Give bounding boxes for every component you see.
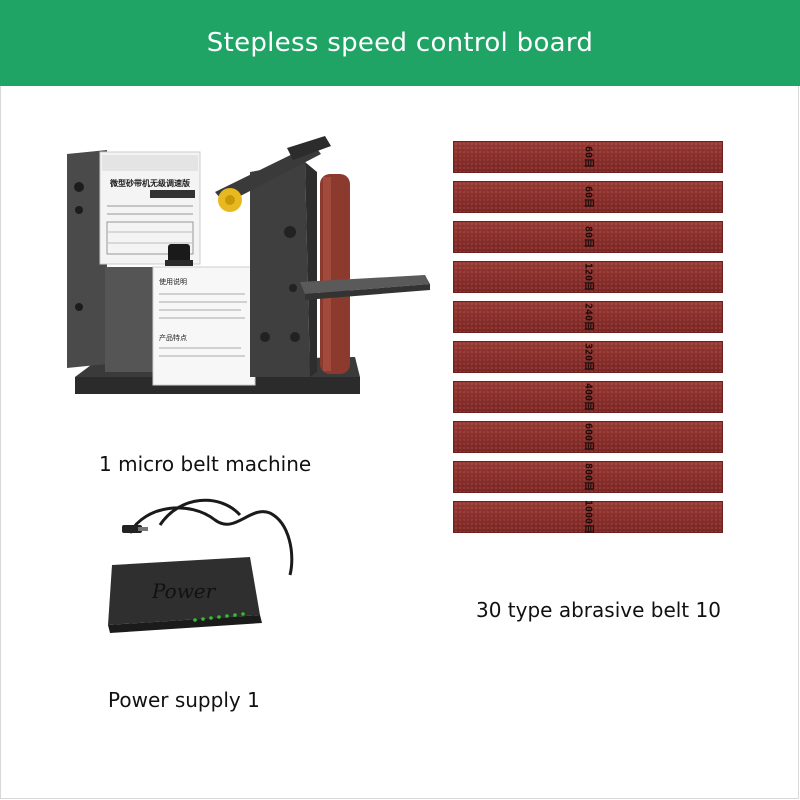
abrasive-belt: 60目 bbox=[453, 181, 723, 213]
machine-caption: 1 micro belt machine bbox=[99, 452, 312, 476]
abrasive-belt: 120目 bbox=[453, 261, 723, 293]
belt-grit-label: 1000目 bbox=[582, 499, 594, 535]
header-banner: Stepless speed control board bbox=[0, 0, 800, 86]
belt-grit-label: 320目 bbox=[582, 342, 594, 372]
belt-machine-image: 微型砂带机无级调速版 使用说明 产品特点 bbox=[67, 136, 430, 394]
belt-grit-label: 600目 bbox=[582, 422, 594, 452]
belt-grit-label: 60目 bbox=[582, 145, 594, 169]
abrasive-belt: 80目 bbox=[453, 221, 723, 253]
belts-caption: 30 type abrasive belt 10 bbox=[476, 598, 721, 622]
belt-grit-label: 120目 bbox=[582, 262, 594, 292]
abrasive-belt: 600目 bbox=[453, 421, 723, 453]
box-title: 微型砂带机无级调速版 bbox=[109, 178, 190, 188]
abrasive-belt: 400目 bbox=[453, 381, 723, 413]
belt-grit-label: 80目 bbox=[582, 225, 594, 249]
power-adapter-image: Power bbox=[108, 498, 294, 633]
abrasive-belt: 1000目 bbox=[453, 499, 723, 535]
belt-grit-label: 60目 bbox=[582, 185, 594, 209]
abrasive-belt: 60目 bbox=[453, 141, 723, 173]
abrasive-belt: 800目 bbox=[453, 461, 723, 493]
belt-grit-label: 400目 bbox=[582, 382, 594, 412]
abrasive-belt: 240目 bbox=[453, 301, 723, 333]
abrasive-belt: 320目 bbox=[453, 341, 723, 373]
abrasive-belts-list: 60目 60目 80目 120目 240目 320目 400目 600目 800… bbox=[453, 141, 725, 541]
page-title: Stepless speed control board bbox=[206, 28, 594, 58]
features-title: 产品特点 bbox=[159, 333, 187, 342]
manual-title: 使用说明 bbox=[159, 277, 187, 286]
belt-grit-label: 800目 bbox=[582, 462, 594, 492]
power-label: Power bbox=[151, 579, 217, 603]
content-frame bbox=[0, 86, 799, 799]
power-supply-caption: Power supply 1 bbox=[108, 688, 260, 712]
belt-grit-label: 240目 bbox=[582, 302, 594, 332]
